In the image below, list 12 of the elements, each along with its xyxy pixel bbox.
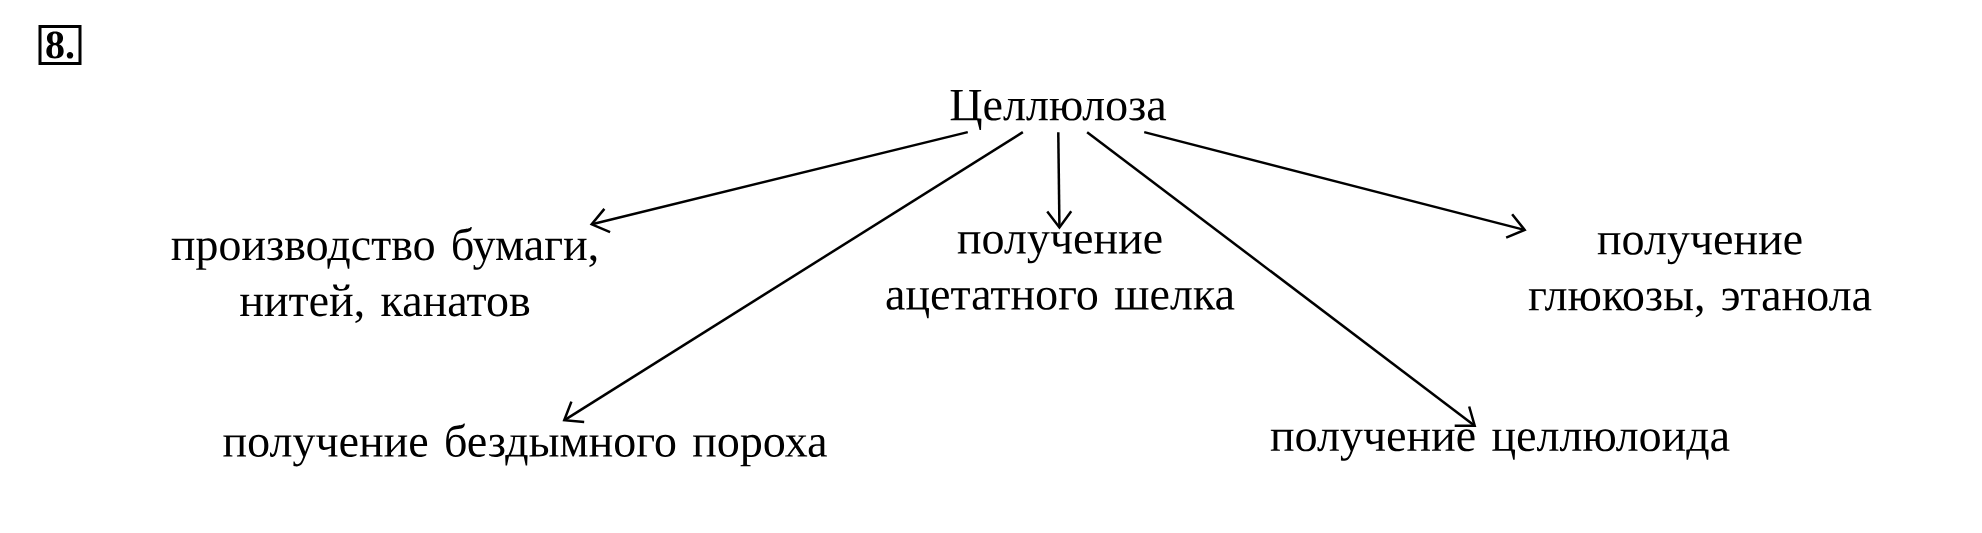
arrow xyxy=(1046,132,1073,230)
arrow xyxy=(562,131,1024,424)
arrow xyxy=(1143,130,1527,239)
text-label: производство бумаги, нитей, канатов xyxy=(171,227,597,323)
text-label: получение бездымного пороха xyxy=(223,423,827,467)
text-label: получение целлюлоида xyxy=(1270,429,1730,461)
arrow xyxy=(589,130,969,234)
text-label: получение ацетатного шелка xyxy=(886,231,1235,319)
arrow xyxy=(1086,131,1477,427)
text-label: Целлюлоза xyxy=(950,90,1167,130)
number-box: 8. xyxy=(38,24,82,66)
text-label: получение глюкозы, этанола xyxy=(1528,232,1872,318)
